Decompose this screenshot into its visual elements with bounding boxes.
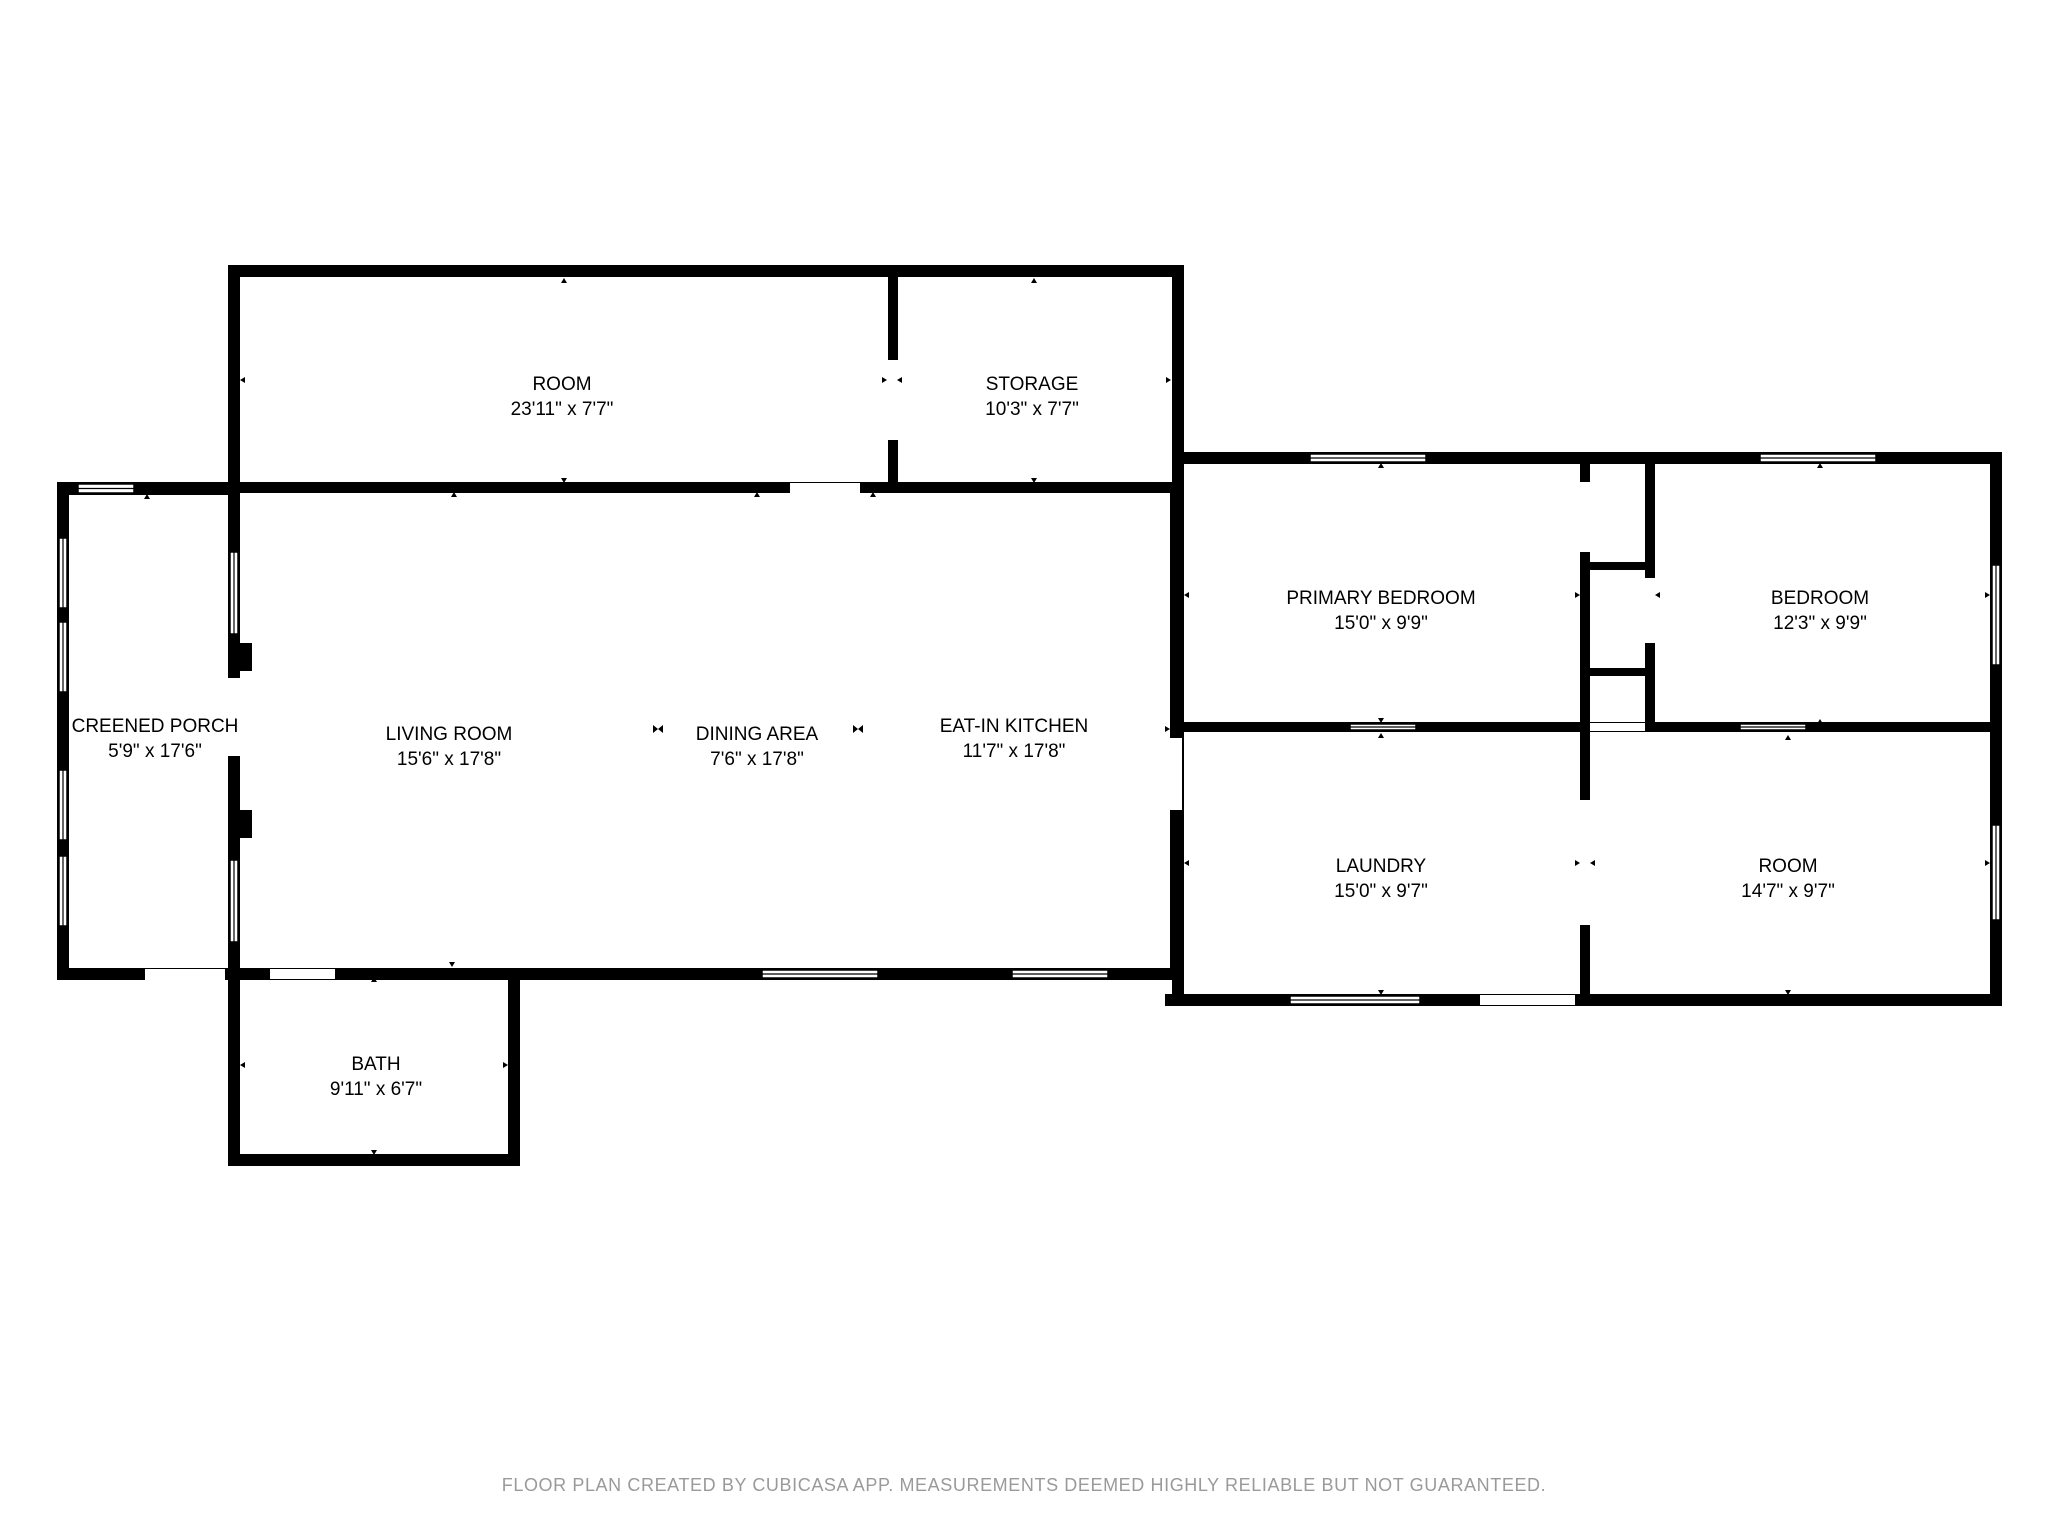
- room-label-dining-area: DINING AREA 7'6" x 17'8": [696, 722, 818, 772]
- room-name: PRIMARY BEDROOM: [1286, 588, 1476, 609]
- room-label-living-room: LIVING ROOM 15'6" x 17'8": [386, 722, 513, 772]
- windows: [58, 453, 2001, 1005]
- room-size: 23'11" x 7'7": [510, 399, 614, 420]
- room-name: CREENED PORCH: [71, 716, 239, 737]
- room-size: 7'6" x 17'8": [710, 749, 804, 770]
- room-name: ROOM: [1758, 856, 1818, 877]
- room-name: EAT-IN KITCHEN: [939, 716, 1089, 737]
- disclaimer-footer: FLOOR PLAN CREATED BY CUBICASA APP. MEAS…: [501, 1475, 1547, 1495]
- room-size: 12'3" x 9'9": [1773, 613, 1867, 634]
- room-label-screened-porch: CREENED PORCH 5'9" x 17'6": [72, 714, 239, 764]
- room-name: BATH: [351, 1054, 401, 1075]
- room-size: 15'6" x 17'8": [396, 749, 502, 770]
- room-size: 5'9" x 17'6": [108, 741, 202, 762]
- room-size: 10'3" x 7'7": [985, 399, 1079, 420]
- room-name: STORAGE: [985, 374, 1079, 395]
- room-name: ROOM: [532, 374, 592, 395]
- room-label-bath: BATH 9'11" x 6'7": [330, 1052, 422, 1102]
- room-name: LAUNDRY: [1335, 856, 1427, 877]
- room-label-storage: STORAGE 10'3" x 7'7": [985, 372, 1079, 422]
- dimension-ticks: [144, 278, 1990, 1155]
- room-label-primary-bedroom: PRIMARY BEDROOM 15'0" x 9'9": [1286, 586, 1475, 636]
- room-name: BEDROOM: [1770, 588, 1870, 609]
- room-size: 9'11" x 6'7": [329, 1079, 423, 1100]
- room-size: 11'7" x 17'8": [962, 741, 1066, 762]
- room-label-room-lower: ROOM 14'7" x 9'7": [1741, 854, 1835, 904]
- room-size: 14'7" x 9'7": [1741, 881, 1835, 902]
- room-name: DINING AREA: [695, 724, 819, 745]
- door-openings: [145, 360, 1655, 1005]
- room-label-eat-in-kitchen: EAT-IN KITCHEN 11'7" x 17'8": [940, 714, 1089, 764]
- room-size: 15'0" x 9'7": [1334, 881, 1428, 902]
- room-label-laundry: LAUNDRY 15'0" x 9'7": [1334, 854, 1428, 904]
- room-name: LIVING ROOM: [385, 724, 513, 745]
- room-label-bedroom: BEDROOM 12'3" x 9'9": [1771, 586, 1869, 636]
- room-size: 15'0" x 9'9": [1334, 613, 1428, 634]
- room-label-room-upper: ROOM 23'11" x 7'7": [511, 372, 614, 422]
